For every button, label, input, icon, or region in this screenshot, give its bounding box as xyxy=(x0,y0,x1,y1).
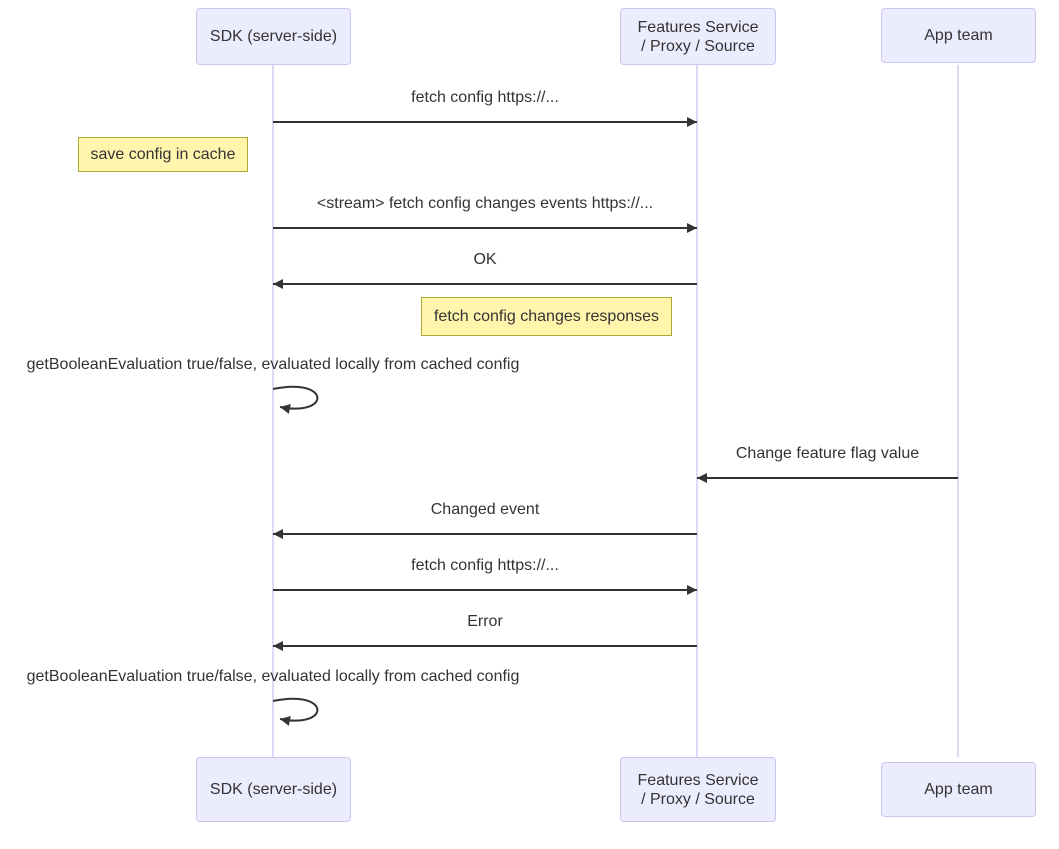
message-label-changed-event: Changed event xyxy=(430,501,540,518)
self-loop-get-boolean-evaluation-1 xyxy=(272,385,319,414)
message-label-fetch-config-2: fetch config https://... xyxy=(411,557,559,574)
actor-bottom-app-team: App team xyxy=(881,762,1036,817)
message-label-stream-fetch-changes: <stream> fetch config changes events htt… xyxy=(316,195,654,212)
note-save-config-in-cache: save config in cache xyxy=(78,137,248,172)
actor-bottom-features-service: Features Service / Proxy / Source xyxy=(620,757,776,822)
actor-top-app-team: App team xyxy=(881,8,1036,63)
note-fetch-config-changes-responses: fetch config changes responses xyxy=(421,297,672,336)
message-label-get-boolean-evaluation-2: getBooleanEvaluation true/false, evaluat… xyxy=(26,668,520,685)
message-label-change-feature-flag: Change feature flag value xyxy=(735,445,920,462)
message-label-ok: OK xyxy=(473,251,497,268)
self-loop-get-boolean-evaluation-2 xyxy=(272,697,319,726)
message-label-fetch-config-1: fetch config https://... xyxy=(411,89,559,106)
actor-top-features-service: Features Service / Proxy / Source xyxy=(620,8,776,65)
actor-top-sdk: SDK (server-side) xyxy=(196,8,351,65)
actor-bottom-sdk: SDK (server-side) xyxy=(196,757,351,822)
message-label-error: Error xyxy=(467,613,503,630)
message-label-get-boolean-evaluation-1: getBooleanEvaluation true/false, evaluat… xyxy=(26,356,520,373)
